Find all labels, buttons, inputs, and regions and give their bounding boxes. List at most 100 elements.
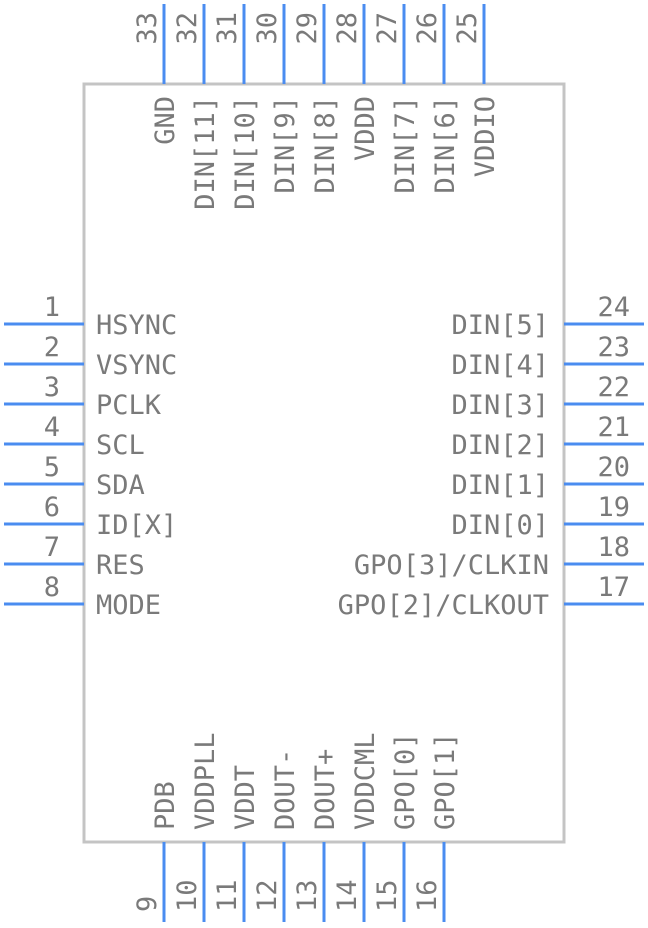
pin-number: 22 bbox=[597, 372, 630, 403]
pin-label: GPO[0] bbox=[390, 732, 421, 830]
pin-label: PCLK bbox=[96, 390, 162, 421]
pin-label: VDDD bbox=[350, 96, 381, 161]
pin-number: 32 bbox=[172, 12, 203, 45]
pin-16: 16 GPO[1] bbox=[412, 732, 461, 922]
pin-number: 10 bbox=[172, 879, 203, 912]
pin-number: 17 bbox=[597, 572, 630, 603]
pin-label: DIN[10] bbox=[230, 96, 261, 210]
pin-number: 19 bbox=[597, 492, 630, 523]
pin-number: 20 bbox=[597, 452, 630, 483]
pin-11: 11 VDDT bbox=[212, 765, 261, 922]
pin-label: DIN[6] bbox=[430, 96, 461, 194]
right-pin-group: 24DIN[5]23DIN[4]22DIN[3]21DIN[2]20DIN[1]… bbox=[338, 292, 644, 621]
pin-label: GPO[2]/CLKOUT bbox=[338, 590, 549, 621]
pin-6: 6ID[X] bbox=[4, 492, 177, 541]
pin-label: RES bbox=[96, 550, 145, 581]
pin-number: 30 bbox=[252, 12, 283, 45]
pin-number: 33 bbox=[132, 12, 163, 45]
pin-label: DIN[0] bbox=[451, 510, 549, 541]
pin-number: 1 bbox=[44, 292, 60, 323]
pin-label: DIN[1] bbox=[451, 470, 549, 501]
pin-label: MODE bbox=[96, 590, 161, 621]
pin-label: DIN[9] bbox=[270, 96, 301, 194]
pin-label: VDDT bbox=[230, 765, 261, 830]
pin-label: VDDIO bbox=[470, 96, 501, 177]
ic-body bbox=[82, 82, 566, 844]
pin-number: 24 bbox=[597, 292, 630, 323]
pin-number: 31 bbox=[212, 12, 243, 45]
pin-label: DIN[4] bbox=[451, 350, 549, 381]
pin-label: PDB bbox=[150, 781, 181, 830]
pin-label: SCL bbox=[96, 430, 145, 461]
bottom-pin-group: 9 PDB 10 VDDPLL 11 VDDT 12 DOUT- 13 DOUT+ 14 VDDCML… bbox=[132, 732, 461, 922]
pin-number: 4 bbox=[44, 412, 60, 443]
pin-label: DOUT- bbox=[270, 749, 301, 830]
pin-label: SDA bbox=[96, 470, 145, 501]
top-pin-group: 33GND32DIN[11]31DIN[10]30DIN[9]29DIN[8]2… bbox=[132, 4, 501, 210]
pin-number: 9 bbox=[132, 896, 163, 912]
pin-label: DIN[7] bbox=[390, 96, 421, 194]
pin-number: 26 bbox=[412, 12, 443, 45]
pin-number: 3 bbox=[44, 372, 60, 403]
pin-label: VDDCML bbox=[350, 732, 381, 830]
pin-14: 14 VDDCML bbox=[332, 732, 381, 922]
pin-number: 8 bbox=[44, 572, 60, 603]
pin-label: DIN[11] bbox=[190, 96, 221, 210]
pin-number: 18 bbox=[597, 532, 630, 563]
pin-label: GPO[3]/CLKIN bbox=[354, 550, 549, 581]
pin-number: 5 bbox=[44, 452, 60, 483]
pin-label: VSYNC bbox=[96, 350, 177, 381]
pin-label: HSYNC bbox=[96, 310, 177, 341]
pin-number: 11 bbox=[212, 879, 243, 912]
pin-label: DOUT+ bbox=[310, 749, 341, 830]
pin-number: 21 bbox=[597, 412, 630, 443]
pin-number: 14 bbox=[332, 879, 363, 912]
pin-number: 12 bbox=[252, 879, 283, 912]
pin-label: DIN[3] bbox=[451, 390, 549, 421]
pin-13: 13 DOUT+ bbox=[292, 749, 341, 922]
pin-label: DIN[2] bbox=[451, 430, 549, 461]
pin-12: 12 DOUT- bbox=[252, 749, 301, 922]
pin-10: 10 VDDPLL bbox=[172, 732, 221, 922]
pin-number: 25 bbox=[452, 12, 483, 45]
pin-label: DIN[5] bbox=[451, 310, 549, 341]
pin-15: 15 GPO[0] bbox=[372, 732, 421, 922]
pin-number: 6 bbox=[44, 492, 60, 523]
pin-label: ID[X] bbox=[96, 510, 177, 541]
pin-label: VDDPLL bbox=[190, 732, 221, 830]
pin-number: 28 bbox=[332, 12, 363, 45]
pin-label: GND bbox=[150, 96, 181, 145]
pin-number: 16 bbox=[412, 879, 443, 912]
pin-number: 27 bbox=[372, 12, 403, 45]
pin-label: GPO[1] bbox=[430, 732, 461, 830]
pin-number: 7 bbox=[44, 532, 60, 563]
pin-9: 9 PDB bbox=[132, 781, 181, 922]
pin-number: 23 bbox=[597, 332, 630, 363]
pin-number: 15 bbox=[372, 879, 403, 912]
pin-number: 13 bbox=[292, 879, 323, 912]
